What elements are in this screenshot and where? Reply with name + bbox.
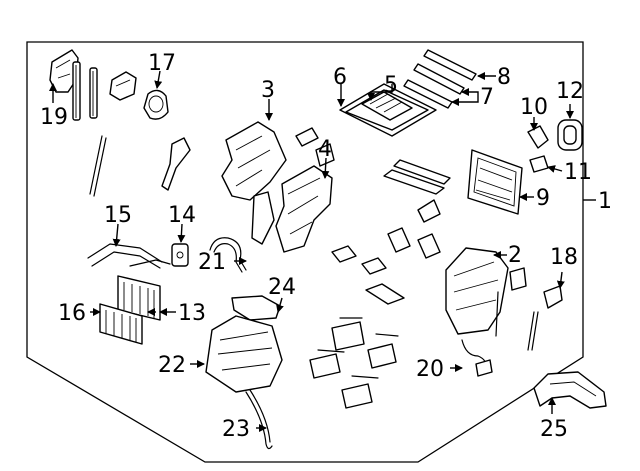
part-12-grommet <box>557 119 583 151</box>
callout-1: 1 <box>598 189 612 214</box>
assembly-boundary <box>26 41 584 463</box>
callout-16: 16 <box>58 301 86 326</box>
callout-3: 3 <box>261 78 275 103</box>
part-19-bracket-assembly <box>49 49 98 121</box>
part-17-actuator <box>143 89 169 120</box>
part-25-duct <box>533 371 607 409</box>
callout-24: 24 <box>268 275 296 300</box>
part-10-duct <box>527 125 549 149</box>
callout-13: 13 <box>178 301 206 326</box>
part-sensors <box>309 317 399 409</box>
part-20-hose <box>461 339 493 377</box>
callout-12: 12 <box>556 79 584 104</box>
callout-4: 4 <box>318 137 332 162</box>
part-8-rod <box>423 49 477 81</box>
part-11-connector <box>529 155 549 173</box>
callout-20: 20 <box>416 357 444 382</box>
part-22-lower-housing <box>205 315 283 393</box>
callout-11: 11 <box>564 160 592 185</box>
callout-22: 22 <box>158 353 186 378</box>
part-21-hose <box>209 237 247 273</box>
callout-19: 19 <box>40 105 68 130</box>
callout-8: 8 <box>497 65 511 90</box>
part-9-evaporator <box>467 149 523 215</box>
part-heater-pipes <box>383 159 451 223</box>
callout-17: 17 <box>148 51 176 76</box>
callout-7: 7 <box>480 85 494 110</box>
callout-5: 5 <box>384 73 398 98</box>
callout-18: 18 <box>550 245 578 270</box>
part-actuator-group <box>331 227 441 305</box>
part-15-pipe-bracket <box>87 243 171 269</box>
callout-6: 6 <box>333 65 347 90</box>
callout-15: 15 <box>104 203 132 228</box>
callout-2: 2 <box>508 243 522 268</box>
callout-23: 23 <box>222 417 250 442</box>
part-14-clip <box>171 243 189 267</box>
callout-25: 25 <box>540 417 568 442</box>
callout-9: 9 <box>536 186 550 211</box>
part-3-upper-case <box>221 121 319 245</box>
part-link-rods <box>89 135 191 197</box>
leader-lines <box>49 70 574 432</box>
part-23-drain-hose <box>245 389 273 450</box>
callout-14: 14 <box>168 203 196 228</box>
part-24-seal <box>231 295 281 321</box>
callout-21: 21 <box>198 250 226 275</box>
part-small-actuator <box>109 71 137 101</box>
callout-10: 10 <box>520 95 548 120</box>
part-16-core <box>99 303 143 345</box>
part-2-blower-case <box>445 247 539 351</box>
part-18-sensor <box>543 285 563 309</box>
